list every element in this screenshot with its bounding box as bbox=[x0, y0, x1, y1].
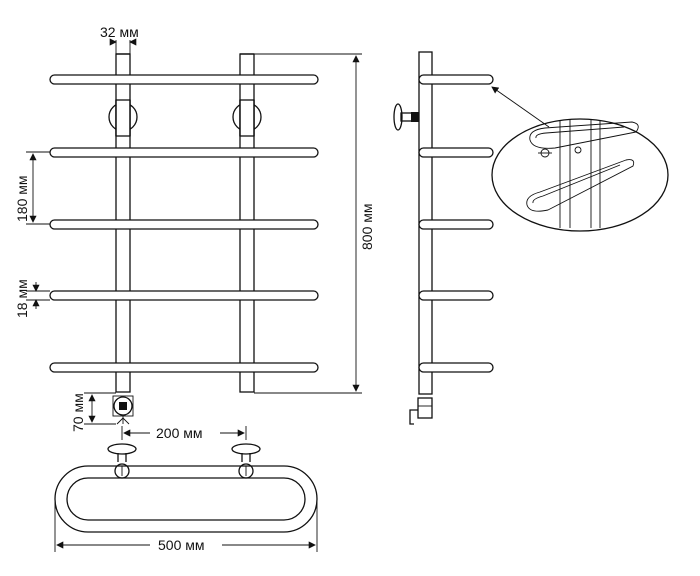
bottom-valve bbox=[112, 395, 134, 425]
side-bar-4 bbox=[418, 290, 494, 301]
side-wall-mount bbox=[393, 103, 419, 131]
front-view bbox=[49, 53, 319, 425]
horizontal-bar-5 bbox=[49, 362, 319, 373]
horizontal-bar-3 bbox=[49, 219, 319, 230]
dim-bar-spacing: 180 мм bbox=[14, 176, 30, 223]
plan-inner-loop bbox=[66, 477, 306, 521]
dim-mount-distance: 200 мм bbox=[156, 425, 203, 441]
dimension-lines bbox=[26, 38, 362, 552]
dim-bar-thickness: 18 мм bbox=[14, 279, 30, 318]
plan-left-mount bbox=[107, 443, 137, 479]
horizontal-bar-1 bbox=[49, 74, 319, 85]
dim-bottom-offset: 70 мм bbox=[70, 393, 86, 432]
side-bar-2 bbox=[418, 147, 494, 158]
side-bottom-valve bbox=[409, 397, 433, 425]
detail-callout bbox=[491, 86, 669, 232]
side-view bbox=[393, 51, 494, 425]
detail-ellipse bbox=[491, 118, 669, 232]
dim-height: 800 мм bbox=[359, 204, 375, 251]
dim-width: 500 мм bbox=[158, 537, 205, 553]
horizontal-bar-4 bbox=[49, 290, 319, 301]
side-bar-3 bbox=[418, 219, 494, 230]
detail-rail-sketch bbox=[526, 120, 639, 228]
dim-tube-diameter: 32 мм bbox=[100, 24, 139, 40]
plan-view bbox=[54, 443, 318, 533]
side-bar-5 bbox=[418, 362, 494, 373]
horizontal-bar-2 bbox=[49, 147, 319, 158]
side-bar-1 bbox=[418, 74, 494, 85]
plan-right-mount bbox=[231, 443, 261, 479]
